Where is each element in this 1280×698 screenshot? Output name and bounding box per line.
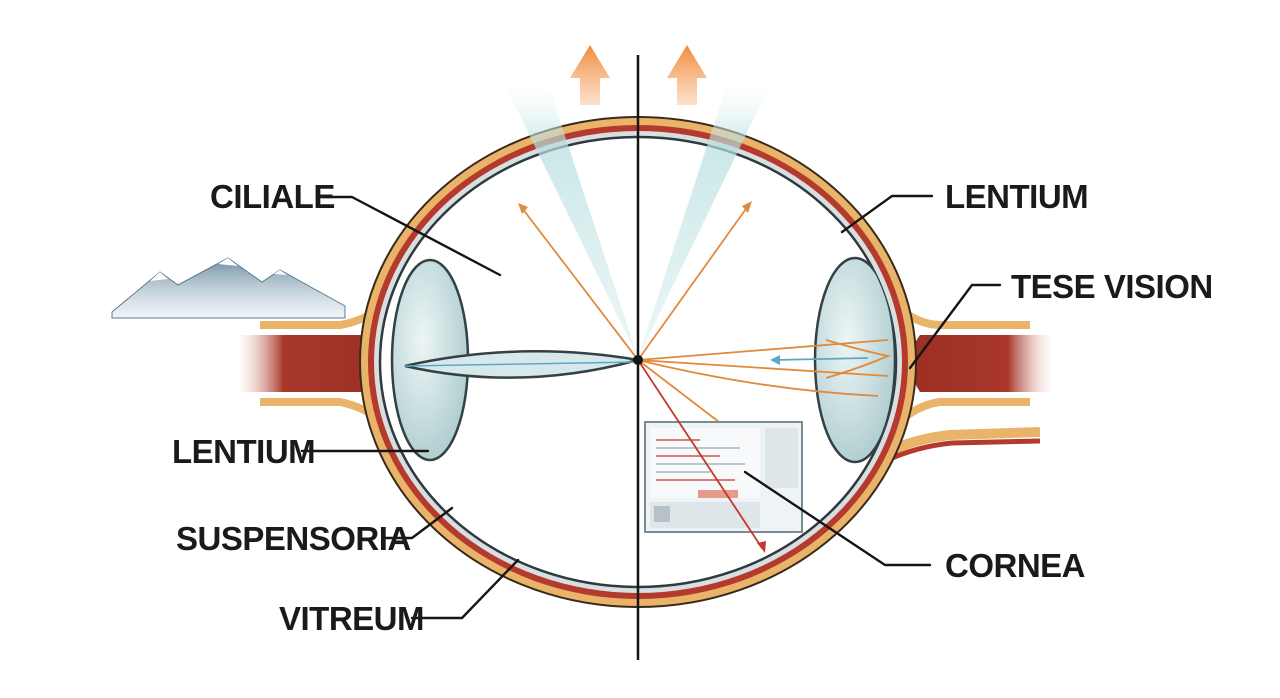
label-vitreum: VITREUM: [279, 600, 424, 637]
label-suspensoria: SUSPENSORIA: [176, 520, 411, 557]
label-ciliale: CILIALE: [210, 178, 335, 215]
screen-icon: [644, 421, 803, 533]
eye-interior: [390, 201, 896, 553]
focal-point: [633, 355, 643, 365]
label-lentium-left: LENTIUM: [172, 433, 315, 470]
leader-lines: [300, 194, 1002, 620]
label-lentium-right: LENTIUM: [945, 178, 1088, 215]
label-tese-vision: TESE VISION: [1011, 268, 1213, 305]
label-cornea: CORNEA: [945, 547, 1085, 584]
up-arrow-icon: [570, 45, 707, 105]
light-beams: [505, 75, 770, 358]
mountain-icon: [111, 257, 346, 319]
